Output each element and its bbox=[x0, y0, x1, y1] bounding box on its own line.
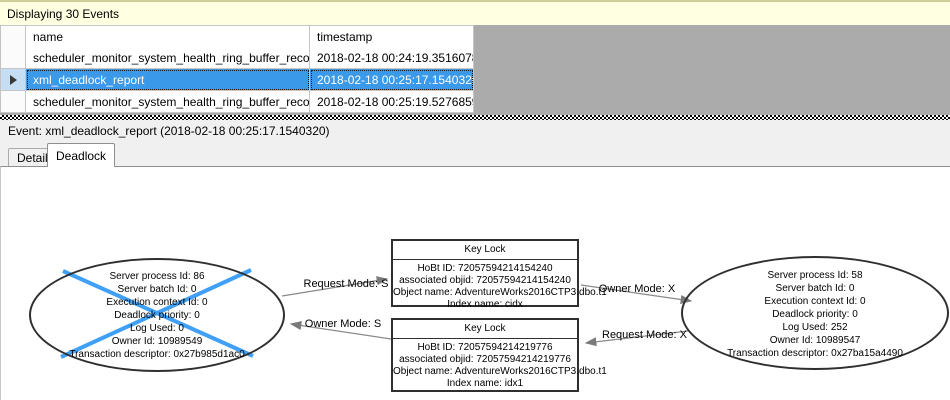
event-summary-bar: Event: xml_deadlock_report (2018-02-18 0… bbox=[0, 120, 950, 142]
process-node: Server process Id: 58 Server batch Id: 0… bbox=[681, 256, 949, 370]
table-header-row: name timestamp bbox=[1, 25, 474, 48]
current-row-arrow-icon bbox=[9, 74, 17, 85]
resource-node-keylock-bottom: Key Lock HoBt ID: 72057594214219776 asso… bbox=[391, 318, 607, 392]
row-indicator-cell bbox=[1, 47, 26, 69]
edge-label-owner-x: Owner Mode: X bbox=[598, 283, 676, 295]
table-row[interactable]: scheduler_monitor_system_health_ring_buf… bbox=[1, 47, 474, 69]
event-timestamp-cell: 2018-02-18 00:25:19.5276859 bbox=[310, 91, 474, 113]
event-name-cell: scheduler_monitor_system_health_ring_buf… bbox=[26, 91, 310, 113]
edge-label-request-x: Request Mode: X bbox=[602, 329, 687, 341]
column-header-timestamp[interactable]: timestamp bbox=[310, 25, 474, 48]
event-name-cell: xml_deadlock_report bbox=[26, 69, 310, 91]
column-header-name[interactable]: name bbox=[26, 25, 310, 48]
row-indicator-cell bbox=[1, 69, 26, 91]
deadlock-graph-panel: Server process Id: 86 Server batch Id: 0… bbox=[0, 166, 950, 400]
event-summary-label: Event: xml_deadlock_report (2018-02-18 0… bbox=[8, 124, 330, 138]
tab-strip: Details Deadlock bbox=[0, 142, 950, 167]
events-table: name timestamp scheduler_monitor_system_… bbox=[0, 25, 474, 113]
edge-label-request-s: Request Mode: S bbox=[303, 278, 389, 290]
table-row[interactable]: scheduler_monitor_system_health_ring_buf… bbox=[1, 91, 474, 113]
event-timestamp-cell: 2018-02-18 00:25:17.1540320 bbox=[310, 69, 474, 91]
event-timestamp-cell: 2018-02-18 00:24:19.3516078 bbox=[310, 47, 474, 69]
table-row-selected[interactable]: xml_deadlock_report 2018-02-18 00:25:17.… bbox=[1, 69, 474, 91]
row-indicator-cell bbox=[1, 91, 26, 113]
resource-node-keylock-top: Key Lock HoBt ID: 72057594214154240 asso… bbox=[391, 239, 607, 310]
edge-label-owner-s: Owner Mode: S bbox=[304, 318, 382, 330]
splitter-handle[interactable] bbox=[0, 115, 950, 120]
row-indicator-header bbox=[1, 25, 26, 48]
events-grid-zone: name timestamp scheduler_monitor_system_… bbox=[0, 25, 950, 115]
events-count-bar: Displaying 30 Events bbox=[0, 0, 950, 25]
process-node-victim: Server process Id: 86 Server batch Id: 0… bbox=[29, 258, 285, 372]
event-name-cell: scheduler_monitor_system_health_ring_buf… bbox=[26, 47, 310, 69]
tab-deadlock[interactable]: Deadlock bbox=[47, 143, 116, 167]
